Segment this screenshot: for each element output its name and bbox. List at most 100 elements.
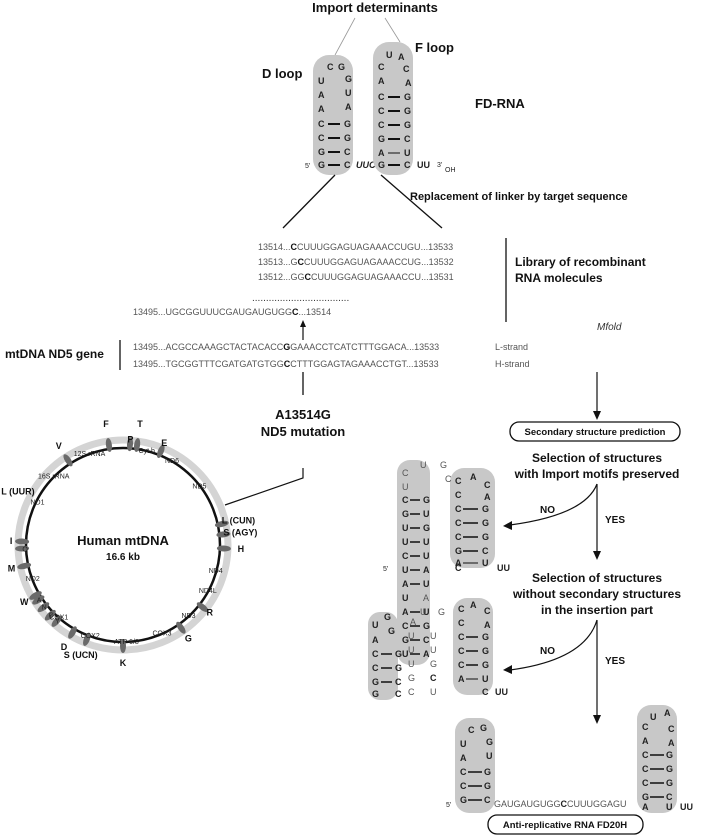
svg-text:C: C	[482, 687, 489, 697]
gene-label: mtDNA ND5 gene	[5, 347, 104, 361]
trna-gene-marker	[15, 545, 30, 552]
trna-gene-marker	[63, 454, 73, 467]
svg-text:C: C	[395, 689, 402, 699]
svg-text:U: U	[430, 631, 437, 641]
library-seq-1: 13514...CCUUUGGAGUAGAAACCUGU...13533	[258, 242, 453, 252]
svg-text:C: C	[402, 551, 409, 561]
svg-text:U: U	[408, 645, 415, 655]
svg-text:G: G	[395, 649, 402, 659]
svg-text:A: A	[402, 607, 409, 617]
svg-text:G: G	[344, 119, 351, 129]
no1-arrowhead	[503, 521, 512, 530]
uu-tail: UU	[417, 160, 430, 170]
svg-text:C: C	[344, 147, 351, 157]
mtdna-label-nd5: ND5	[192, 483, 206, 490]
yes1-label: YES	[605, 515, 625, 526]
svg-text:A: A	[423, 593, 429, 603]
svg-text:U: U	[430, 645, 437, 655]
mtdna-label-a: A	[37, 598, 42, 605]
svg-text:U: U	[420, 460, 427, 470]
svg-text:G: G	[666, 750, 673, 760]
svg-text:C: C	[455, 518, 462, 528]
svg-text:G: G	[384, 612, 391, 622]
mtdna-label-m: M	[8, 564, 16, 574]
svg-text:U: U	[372, 620, 379, 630]
svg-text:A: A	[318, 90, 325, 100]
trna-gene-marker	[29, 591, 42, 600]
mtdna-title: Human mtDNA	[77, 533, 169, 548]
trna-gene-marker	[176, 621, 186, 634]
mtdna-label-atp-6-8: ATP 6/8	[114, 639, 139, 646]
svg-text:C: C	[642, 750, 649, 760]
svg-text:C: C	[404, 134, 411, 144]
trna-gene-marker	[105, 438, 113, 452]
svg-text:U: U	[482, 674, 489, 684]
svg-text:A: A	[668, 738, 675, 748]
sel2-line-3: in the insertion part	[541, 603, 653, 617]
mtdna-label-i: I	[10, 536, 13, 546]
trna-gene-marker	[68, 626, 77, 639]
mtdna-label-q: Q	[22, 546, 28, 553]
svg-text:C: C	[402, 621, 409, 631]
svg-text:C: C	[318, 133, 325, 143]
gene-h-strand-seq: 13495...TGCGGTTTCGATGATGTGGCCTTTGGAGTAGA…	[133, 359, 439, 369]
svg-text:13512...GGCCUUUGGAGUAGAAACCU..: 13512...GGCCUUUGGAGUAGAAACCU...13531	[258, 272, 454, 282]
svg-text:A: A	[423, 565, 430, 575]
svg-text:G: G	[486, 737, 493, 747]
mtdna-label-nd3: ND3	[181, 613, 195, 620]
svg-text:A: A	[398, 52, 405, 62]
svg-text:C: C	[455, 532, 462, 542]
svg-text:C: C	[484, 795, 491, 805]
final-box	[487, 814, 644, 835]
svg-text:C: C	[458, 632, 465, 642]
mtdna-label-nd1: ND1	[30, 499, 44, 506]
svg-text:C: C	[378, 92, 385, 102]
svg-text:G: G	[440, 460, 447, 470]
mtdna-label-12s-rrna: 12S rRNA	[74, 451, 106, 458]
svg-text:G: G	[344, 133, 351, 143]
svg-text:C: C	[402, 468, 409, 478]
mtdna-label-s-agy-: S (AGY)	[223, 528, 257, 538]
svg-text:13495...UGCGGUUUCGAUGAUGUGGC..: 13495...UGCGGUUUCGAUGAUGUGGC...13514	[133, 307, 331, 317]
svg-text:A: A	[318, 104, 325, 114]
linker-uuc: UUC	[356, 160, 376, 170]
svg-text:G: G	[480, 723, 487, 733]
svg-text:G: G	[666, 778, 673, 788]
mtdna-label-cox3: COX3	[152, 631, 171, 638]
svg-text:U: U	[402, 649, 409, 659]
svg-text:C: C	[455, 563, 462, 573]
svg-text:U: U	[408, 659, 415, 669]
trna-gene-marker	[216, 545, 231, 552]
svg-text:C: C	[327, 62, 334, 72]
svg-text:A: A	[378, 148, 385, 158]
svg-text:C: C	[402, 495, 409, 505]
trna-gene-marker	[51, 615, 62, 627]
svg-text:A: A	[484, 492, 491, 502]
svg-text:C: C	[344, 160, 351, 170]
svg-text:U: U	[345, 88, 352, 98]
ssp-label: Secondary structure prediction	[525, 427, 666, 438]
svg-text:G: G	[642, 792, 649, 802]
svg-text:G: G	[438, 607, 445, 617]
svg-text:U: U	[318, 76, 325, 86]
svg-text:C: C	[455, 476, 462, 486]
mtdna-label-nd6: ND6	[165, 458, 179, 465]
mtdna-label-w: W	[20, 597, 29, 607]
svg-text:C: C	[404, 160, 411, 170]
mtdna-label-r: R	[206, 608, 213, 618]
trna-gene-marker	[120, 639, 126, 653]
f-loop-label: F loop	[415, 40, 454, 55]
svg-text:U: U	[423, 509, 430, 519]
mutation-pointer	[224, 468, 304, 506]
mtdna-label-v: V	[56, 441, 62, 451]
svg-text:13495...ACGCCAAAGCTACTACACCGGA: 13495...ACGCCAAAGCTACTACACCGGAAACCTCATCT…	[133, 342, 439, 352]
mfold-label: Mfold	[597, 322, 622, 333]
svg-text:C: C	[408, 687, 415, 697]
svg-text:C: C	[423, 635, 430, 645]
svg-text:G: G	[338, 62, 345, 72]
library-seq-3: 13512...GGCCUUUGGAGUAGAAACCU...13531	[258, 272, 454, 282]
mutation-up-arrowhead	[300, 320, 306, 327]
replacement-label: Replacement of linker by target sequence	[410, 191, 628, 203]
svg-text:C: C	[378, 120, 385, 130]
